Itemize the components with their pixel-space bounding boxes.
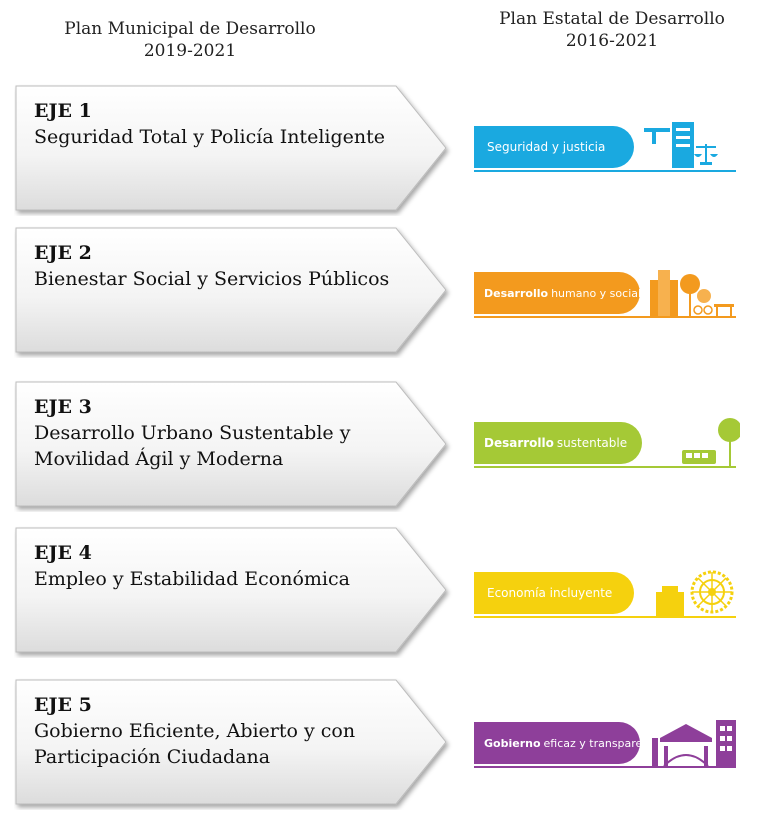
- estatal-pill-desarrollo-sustentable: Desarrollo sustentable: [474, 422, 642, 464]
- chevron-arrow-shape: [15, 381, 447, 507]
- estatal-2-text: humano y social: [551, 286, 642, 300]
- estatal-pill-seguridad: Seguridad y justicia: [474, 126, 634, 168]
- estatal-1-text: Seguridad y justicia: [487, 140, 606, 154]
- tree-bus-icon: [682, 418, 740, 466]
- header-estatal-years: 2016-2021: [565, 31, 659, 51]
- eje-4-label: EJE 4: [34, 542, 92, 564]
- eje-5-title: Gobierno Eficiente, Abierto y con Partic…: [34, 720, 356, 768]
- estatal-4-text: Economía incluyente: [487, 586, 613, 600]
- eje-5-label: EJE 5: [34, 694, 92, 716]
- eje-1-label: EJE 1: [34, 100, 92, 122]
- header-municipal-title: Plan Municipal de Desarrollo: [64, 19, 316, 39]
- estatal-baseline: [474, 316, 736, 318]
- government-building-icon: [652, 720, 736, 767]
- estatal-pill-economia: Economía incluyente: [474, 572, 634, 614]
- estatal-3-text: sustentable: [556, 436, 628, 450]
- eje-2-title: Bienestar Social y Servicios Públicos: [34, 268, 390, 290]
- header-municipal-years: 2019-2021: [143, 41, 237, 61]
- estatal-badge-desarrollo-humano: Desarrollo humano y social: [474, 266, 744, 326]
- estatal-pill-desarrollo-humano: Desarrollo humano y social: [474, 272, 642, 314]
- building-trees-bench-icon: [650, 270, 734, 316]
- estatal-badge-seguridad: Seguridad y justicia: [474, 120, 744, 180]
- eje-3-title: Desarrollo Urbano Sustentable y Movilida…: [34, 422, 351, 470]
- header-estatal: Plan Estatal de Desarrollo 2016-2021: [462, 8, 762, 52]
- eje-2-arrow: EJE 2 Bienestar Social y Servicios Públi…: [14, 226, 454, 353]
- eje-3-arrow: EJE 3 Desarrollo Urbano Sustentable y Mo…: [14, 380, 454, 507]
- estatal-5-text: eficaz y transparente: [543, 736, 661, 750]
- estatal-5-strong: Gobierno: [484, 736, 541, 750]
- chevron-arrow-shape: [15, 85, 447, 211]
- chevron-arrow-shape: [15, 527, 447, 653]
- eje-4-title: Empleo y Estabilidad Económica: [34, 568, 350, 590]
- eje-1-title: Seguridad Total y Policía Inteligente: [34, 126, 385, 148]
- estatal-badge-gobierno: Gobierno eficaz y transparente: [474, 716, 744, 776]
- estatal-baseline: [474, 170, 736, 172]
- eje-5-arrow: EJE 5 Gobierno Eficiente, Abierto y con …: [14, 678, 454, 805]
- eje-2-label: EJE 2: [34, 242, 92, 264]
- ferris-wheel-icon: [656, 570, 734, 616]
- header-municipal: Plan Municipal de Desarrollo 2019-2021: [40, 18, 340, 62]
- estatal-baseline: [474, 466, 736, 468]
- estatal-baseline: [474, 616, 736, 618]
- chevron-arrow-shape: [15, 227, 447, 353]
- estatal-pill-gobierno: Gobierno eficaz y transparente: [474, 722, 660, 764]
- estatal-3-strong: Desarrollo: [484, 436, 554, 450]
- chevron-arrow-shape: [15, 679, 447, 805]
- estatal-baseline: [474, 766, 736, 768]
- eje-4-arrow: EJE 4 Empleo y Estabilidad Económica: [14, 526, 454, 653]
- estatal-badge-desarrollo-sustentable: Desarrollo sustentable: [474, 416, 744, 476]
- estatal-2-strong: Desarrollo: [484, 286, 549, 300]
- estatal-badge-economia: Economía incluyente: [474, 566, 744, 626]
- scales-of-justice-icon: [644, 122, 718, 168]
- header-estatal-title: Plan Estatal de Desarrollo: [499, 9, 725, 29]
- eje-1-arrow: EJE 1 Seguridad Total y Policía Intelige…: [14, 84, 454, 211]
- eje-3-label: EJE 3: [34, 396, 92, 418]
